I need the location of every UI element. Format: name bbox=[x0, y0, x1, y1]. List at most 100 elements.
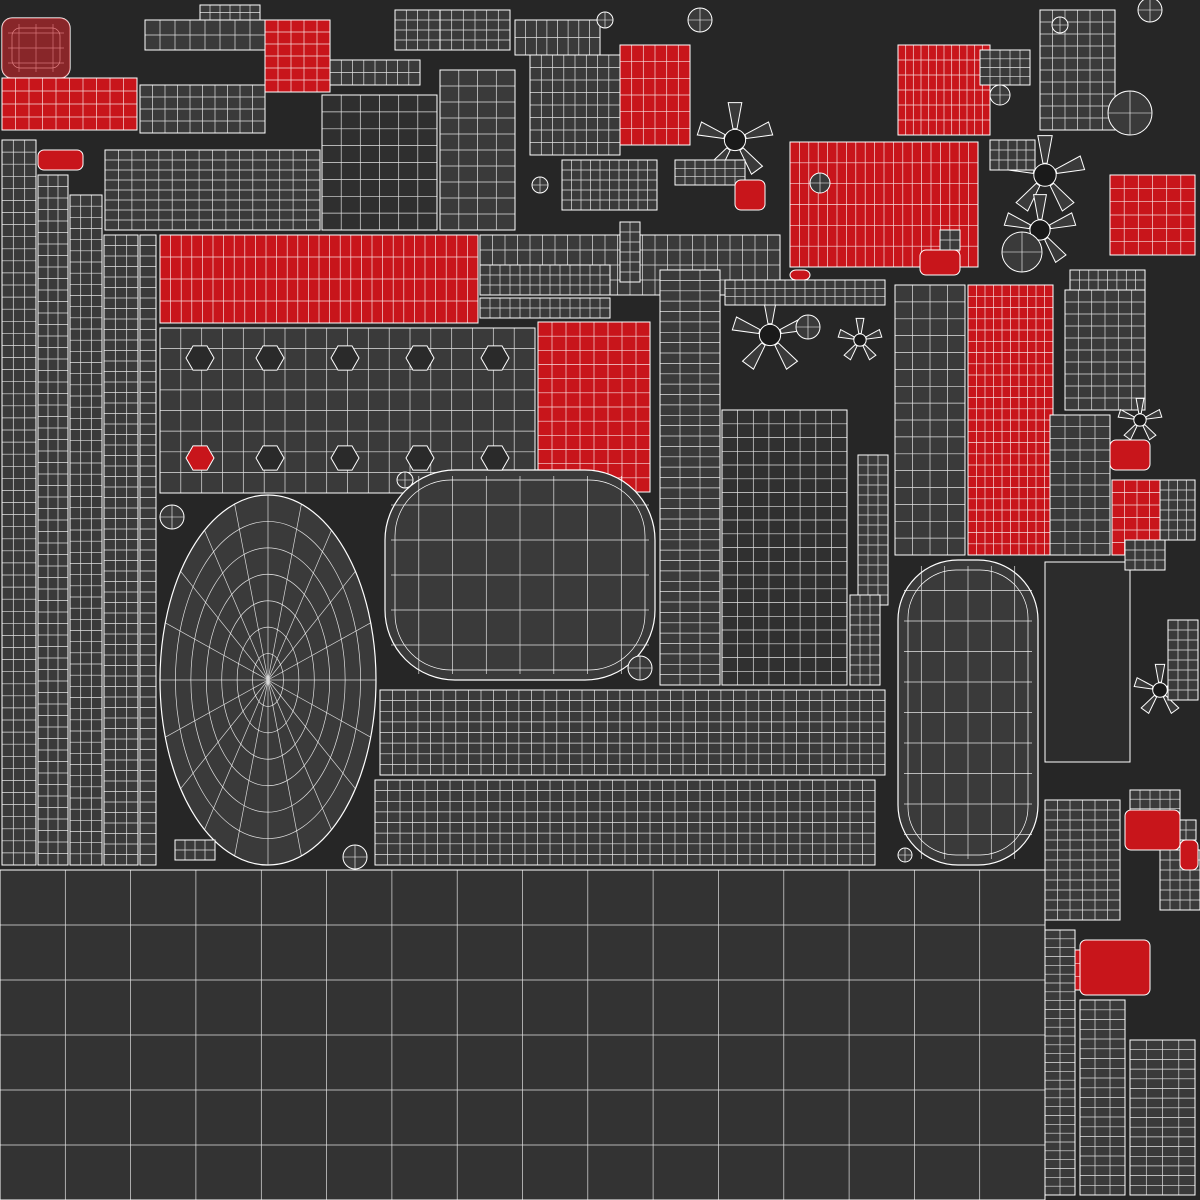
small-part-island-wire bbox=[175, 840, 215, 860]
red-seat-island-2-wire bbox=[620, 45, 690, 145]
red-accent-island bbox=[919, 249, 961, 276]
wheel-hub-island bbox=[1133, 413, 1147, 427]
left-strip-island-1-wire bbox=[2, 140, 36, 865]
small-part-island-wire bbox=[1168, 620, 1198, 700]
perforated-island-wire bbox=[895, 285, 965, 555]
dark-panel-island-wire bbox=[322, 95, 437, 230]
hex-detail-marker bbox=[405, 445, 435, 471]
right-bottom-strip-1-wire bbox=[1045, 930, 1075, 1195]
small-round-island-wire bbox=[1138, 0, 1162, 22]
red-accent-island bbox=[734, 179, 766, 211]
small-round-island-wire bbox=[688, 8, 712, 32]
wheel-spoke-island bbox=[837, 317, 883, 361]
roof-island-wire bbox=[391, 476, 649, 674]
seat-red-fill bbox=[2, 18, 70, 78]
small-part-island bbox=[989, 139, 1036, 171]
hex-detail-marker bbox=[330, 345, 360, 371]
red-seat-island-3-wire bbox=[1110, 175, 1195, 255]
right-bottom-strip-3-wire bbox=[1130, 1040, 1195, 1195]
wheel-hub-island bbox=[723, 128, 747, 152]
small-round-island-wire bbox=[532, 177, 548, 193]
hood-island-wire bbox=[904, 566, 1032, 859]
vertical-strip-island-1-wire bbox=[660, 270, 720, 685]
hex-detail-marker bbox=[330, 445, 360, 471]
hex-detail-marker bbox=[480, 445, 510, 471]
red-seat-wire-island-wire bbox=[2, 78, 137, 130]
red-accent-island bbox=[1109, 439, 1151, 471]
mid-top-grid-island-wire bbox=[530, 55, 620, 155]
red-accent-island bbox=[789, 269, 811, 281]
left-strip-island-5-wire bbox=[140, 245, 156, 855]
top-right-grid-island-wire bbox=[1040, 10, 1115, 130]
left-strip-island-3-wire bbox=[70, 195, 102, 865]
top-bow-island-2-wire bbox=[330, 60, 420, 85]
small-part-island-wire bbox=[940, 230, 960, 250]
top-small-island-4-wire bbox=[395, 10, 440, 50]
top-grid-island-a-wire bbox=[140, 85, 265, 133]
red-panel-island-3-wire bbox=[898, 45, 990, 135]
top-bow-island-1-wire bbox=[145, 20, 265, 50]
large-floor-island-wire bbox=[0, 870, 1045, 1200]
small-part-island-wire bbox=[1070, 270, 1145, 290]
top-bow-island-3-wire bbox=[515, 20, 600, 55]
small-part-island-wire bbox=[1160, 480, 1195, 540]
long-grid-island-1-wire bbox=[380, 690, 885, 775]
right-bottom-strip-2-wire bbox=[1080, 1000, 1125, 1195]
small-part-island-wire bbox=[990, 140, 1035, 170]
small-round-island-wire bbox=[810, 173, 830, 193]
hex-detail-marker bbox=[255, 445, 285, 471]
red-accent-island bbox=[1079, 939, 1151, 996]
small-round-island-wire bbox=[898, 848, 912, 862]
red-accent-island bbox=[1124, 809, 1181, 851]
roof-island-inner bbox=[394, 479, 646, 671]
small-part-island-wire bbox=[562, 160, 657, 210]
right-lower-grid-island-wire bbox=[1045, 800, 1120, 920]
wheel-hub-island bbox=[758, 323, 782, 347]
long-grid-island-2-wire bbox=[375, 780, 875, 865]
wheel-spoke-island bbox=[1004, 135, 1086, 212]
vertical-grid-island-wire bbox=[722, 410, 847, 685]
small-round-island-wire bbox=[990, 85, 1010, 105]
small-part-island-wire bbox=[850, 595, 880, 685]
red-accent-island bbox=[37, 149, 84, 171]
small-part-island-wire bbox=[200, 5, 260, 20]
small-part-island-wire bbox=[675, 160, 745, 185]
small-part-island-wire bbox=[1125, 540, 1165, 570]
red-panel-island-2-wire bbox=[538, 322, 650, 492]
small-part-island bbox=[674, 159, 746, 186]
top-small-island-5-wire bbox=[440, 10, 510, 50]
wheel-hub-island bbox=[1029, 219, 1051, 241]
wheel-hub-island bbox=[853, 333, 867, 347]
small-round-island-wire bbox=[597, 12, 613, 28]
wheel-spoke-island bbox=[1003, 194, 1077, 264]
small-part-island bbox=[479, 264, 611, 296]
window-island bbox=[1044, 561, 1131, 763]
wheel-hub-island bbox=[1152, 682, 1168, 698]
hex-detail-marker bbox=[480, 345, 510, 371]
small-round-island-wire bbox=[1052, 17, 1068, 33]
top-grid-island-c-wire bbox=[440, 70, 515, 230]
small-part-island-wire bbox=[480, 265, 610, 295]
wheel-spoke-island bbox=[1117, 397, 1163, 441]
hex-detail-marker bbox=[255, 345, 285, 371]
small-part-island-wire bbox=[858, 455, 888, 605]
red-panel-island-1-wire bbox=[160, 235, 478, 323]
small-round-island-wire bbox=[1002, 232, 1042, 272]
hood-island-inner bbox=[907, 569, 1029, 856]
right-perf-island-wire bbox=[1050, 415, 1110, 555]
small-round-island-wire bbox=[1108, 91, 1152, 135]
left-strip-island-2-wire bbox=[38, 175, 68, 865]
small-part-island-wire bbox=[480, 298, 610, 318]
small-round-island-wire bbox=[160, 505, 184, 529]
red-seat-island-5-wire bbox=[265, 20, 330, 92]
small-part-island bbox=[849, 594, 881, 686]
body-shell-island-spokes bbox=[160, 495, 376, 865]
small-part-island-wire bbox=[980, 50, 1030, 85]
wheel-hub-island bbox=[1033, 163, 1057, 187]
small-round-island-wire bbox=[628, 656, 652, 680]
left-strip-island-4-wire bbox=[104, 235, 138, 865]
hex-detail-marker bbox=[185, 445, 215, 471]
small-part-island bbox=[857, 454, 889, 606]
